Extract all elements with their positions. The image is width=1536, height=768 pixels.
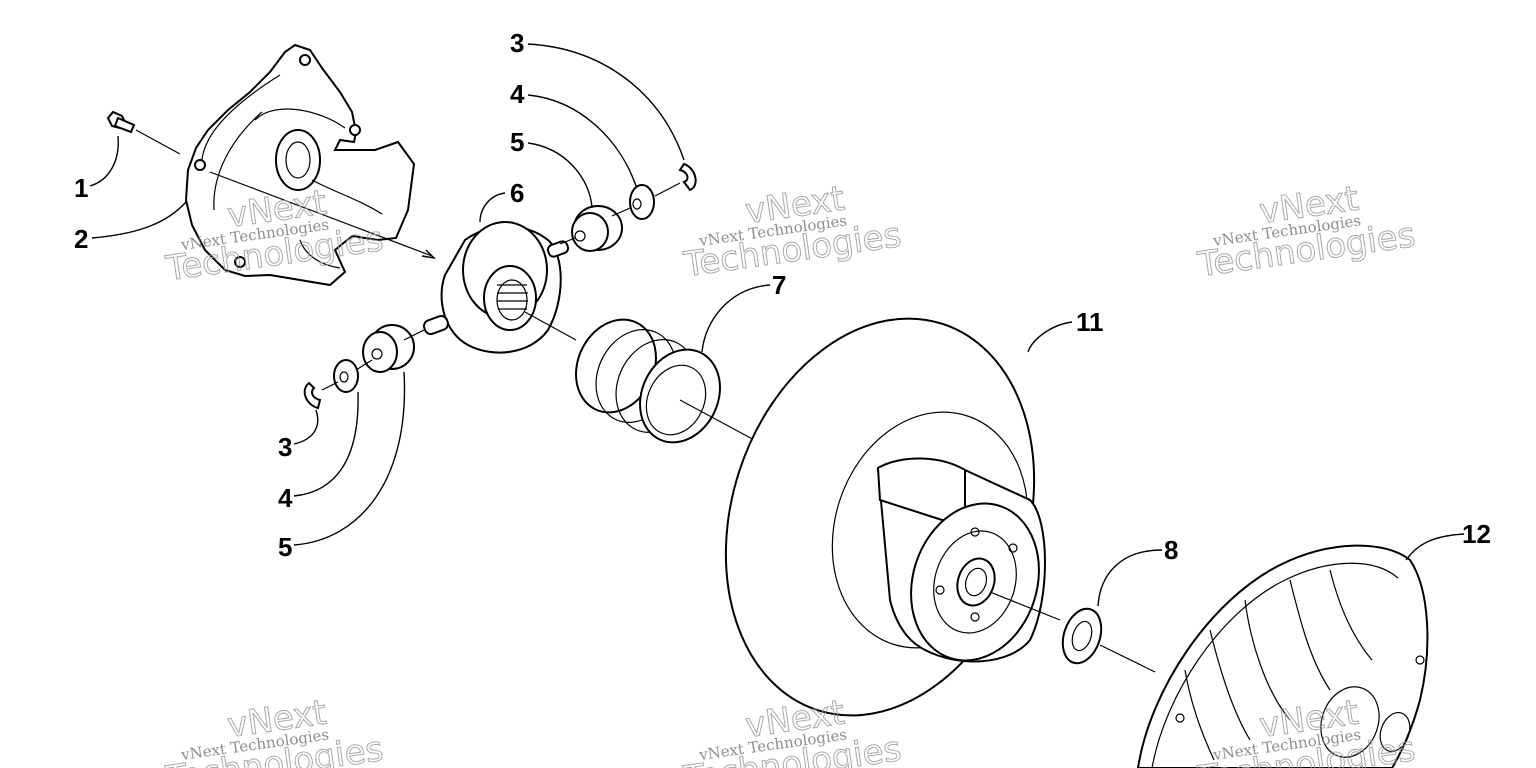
part-11-sheave — [724, 317, 1061, 717]
leader-lines — [89, 43, 1465, 607]
part-12-fixed-sheave — [1136, 544, 1429, 768]
part-4-washer-lower — [321, 359, 359, 393]
callout-2: 2 — [74, 224, 88, 254]
part-7-spring — [575, 318, 759, 444]
callout-5-bottom: 5 — [278, 532, 292, 562]
watermark-2: vNext Technologies vNext Technologies — [680, 178, 904, 286]
part-8-washer — [1061, 607, 1156, 673]
callout-1: 1 — [74, 173, 88, 203]
part-3-clip-upper — [654, 162, 697, 197]
callout-4-top: 4 — [510, 79, 525, 109]
callout-3-top: 3 — [510, 28, 524, 58]
watermark-3: vNext Technologies vNext Technologies — [1194, 178, 1418, 286]
part-3-clip-lower — [303, 381, 322, 410]
callout-8: 8 — [1164, 535, 1178, 565]
part-5-roller-lower — [355, 324, 425, 373]
callout-4-bottom: 4 — [278, 483, 293, 513]
part-2-cover — [184, 43, 437, 287]
callout-7: 7 — [772, 270, 786, 300]
part-4-washer-upper — [611, 184, 655, 220]
callout-6: 6 — [510, 178, 524, 208]
part-5-roller-upper — [559, 205, 623, 252]
callout-11: 11 — [1076, 307, 1104, 337]
part-1-screw — [106, 110, 181, 155]
watermark-4: vNext Technologies vNext Technologies — [162, 692, 386, 768]
callout-5-top: 5 — [510, 127, 524, 157]
callout-12: 12 — [1462, 519, 1491, 549]
callout-3-bottom: 3 — [278, 432, 292, 462]
callout-labels: 1 2 3 4 5 6 7 11 3 4 5 8 12 — [74, 28, 1491, 565]
part-6-spider-hub — [423, 221, 577, 354]
